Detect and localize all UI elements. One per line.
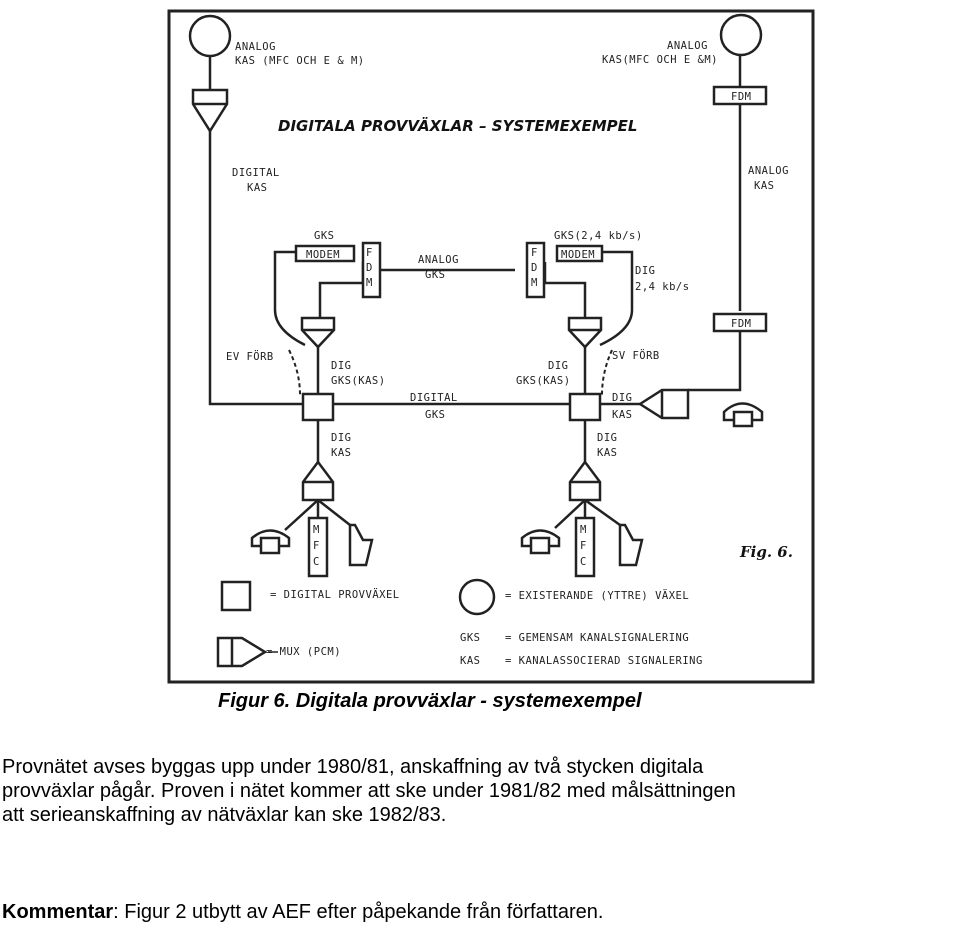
label-dig-kas-right-1: DIG — [612, 392, 632, 404]
modem-left — [294, 244, 356, 263]
legend-existerande: = EXISTERANDE (YTTRE) VÄXEL — [505, 589, 689, 602]
legend-kas-desc: = KANALASSOCIERAD SIGNALERING — [505, 655, 703, 667]
legend-mux: = MUX (PCM) — [266, 646, 341, 658]
label-dig-gks-kas-right-2: GKS(KAS) — [516, 375, 571, 387]
label-dig-rate-2: 2,4 kb/s — [635, 281, 690, 293]
mfc-box-right — [574, 516, 596, 578]
diagram-frame — [167, 9, 815, 684]
label-analog-kas-side-2: KAS — [754, 180, 774, 192]
digital-exchange-left — [301, 392, 335, 422]
comment-label: Kommentar — [2, 901, 114, 923]
label-fdm-top: FDM — [731, 91, 751, 103]
digital-exchange-right — [568, 392, 602, 422]
ev-forb-dashed — [288, 349, 301, 396]
analog-kas-line-right — [688, 55, 742, 392]
label-digital-gks-1: DIGITAL — [410, 392, 458, 404]
terminal-icon — [348, 523, 374, 567]
label-dig-gks-kas-left-2: GKS(KAS) — [331, 375, 386, 387]
figure-title: DIGITALA PROVVÄXLAR – SYSTEMEXEMPEL — [278, 116, 637, 135]
comment-text: : Figur 2 utbytt av AEF efter påpekande … — [113, 901, 604, 923]
right-gks-loop — [599, 250, 634, 347]
label-digital-gks-2: GKS — [425, 409, 445, 421]
body-paragraph: Provnätet avses byggas upp under 1980/81… — [2, 756, 736, 826]
fdm-vertical-right — [525, 241, 546, 299]
mux-low-right — [568, 459, 602, 502]
comment-line: Kommentar: Figur 2 utbytt av AEF efter p… — [2, 901, 603, 924]
figure-caption: Figur 6. Digitala provväxlar - systemexe… — [218, 690, 642, 712]
label-modem-right: MODEM — [561, 249, 595, 261]
label-digital-kas-2: KAS — [247, 182, 267, 194]
fdm-vertical-left — [361, 241, 382, 299]
label-modem-left: MODEM — [306, 249, 340, 261]
label-analog-kas-side-1: ANALOG — [748, 165, 789, 177]
label-analog-kas-left-1: ANALOG — [235, 41, 276, 53]
fig-label: Fig. 6. — [739, 543, 793, 561]
label-digital-kas-1: DIGITAL — [232, 167, 280, 179]
label-analog-gks-2: GKS — [425, 269, 445, 281]
terminal-icon — [618, 523, 644, 567]
telephone-icon — [520, 529, 561, 555]
label-analog-kas-right-2: KAS(MFC OCH E &M) — [602, 54, 718, 66]
mux-right — [637, 388, 690, 420]
label-ev-forb: EV FÖRB — [226, 350, 274, 363]
label-dig-gks-kas-left-1: DIG — [331, 360, 351, 372]
analog-kas-line-left — [208, 56, 303, 406]
legend-gks-desc: = GEMENSAM KANALSIGNALERING — [505, 632, 689, 644]
label-dig-rate-1: DIG — [635, 265, 655, 277]
label-analog-gks-1: ANALOG — [418, 254, 459, 266]
label-analog-kas-right-1: ANALOG — [667, 40, 708, 52]
label-dig-gks-kas-right-1: DIG — [548, 360, 568, 372]
legend-circle-icon — [458, 578, 496, 616]
legend-square-icon — [220, 580, 252, 612]
label-dig-kas-low-right-2: KAS — [597, 447, 617, 459]
legend-mux-icon — [216, 636, 268, 668]
label-dig-kas-low-left-2: KAS — [331, 447, 351, 459]
legend-gks-abbr: GKS — [460, 632, 480, 644]
mfc-box-left — [307, 516, 329, 578]
fdm-box-top — [712, 85, 768, 106]
label-dig-kas-right-2: KAS — [612, 409, 632, 421]
mux-mid-left — [300, 316, 336, 349]
right-branches — [554, 498, 621, 529]
mux-top-left — [191, 88, 229, 134]
label-dig-kas-low-left-1: DIG — [331, 432, 351, 444]
existing-exchange-left — [188, 14, 232, 58]
telephone-icon — [250, 529, 291, 555]
existing-exchange-right — [719, 13, 763, 57]
label-gks-right: GKS(2,4 kb/s) — [554, 230, 643, 242]
sv-forb-dashed — [601, 349, 613, 396]
fdm-box-mid — [712, 312, 768, 333]
left-branches — [284, 499, 351, 531]
label-gks-left: GKS — [314, 230, 334, 242]
label-sv-forb: SV FÖRB — [612, 349, 660, 362]
label-analog-kas-left-2: KAS (MFC OCH E & M) — [235, 55, 365, 67]
mux-mid-right — [567, 316, 603, 349]
mux-low-left — [301, 459, 335, 502]
label-dig-kas-low-right-1: DIG — [597, 432, 617, 444]
legend-digital-provvaxel: = DIGITAL PROVVÄXEL — [270, 588, 400, 601]
modem-right — [555, 244, 604, 263]
telephone-icon — [722, 402, 764, 428]
legend-kas-abbr: KAS — [460, 655, 480, 667]
label-fdm-mid: FDM — [731, 318, 751, 330]
network-diagram: DIGITALA PROVVÄXLAR – SYSTEMEXEMPEL Fig.… — [167, 9, 815, 684]
